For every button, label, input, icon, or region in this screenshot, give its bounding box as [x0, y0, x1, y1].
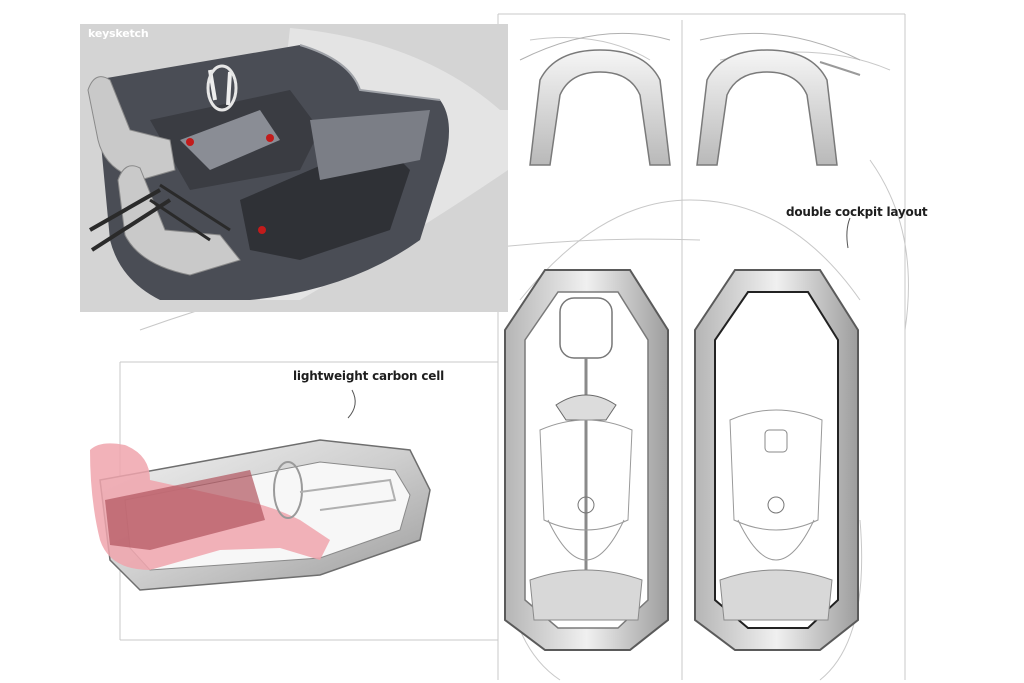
double-cockpit-leader	[846, 217, 851, 249]
right-cockpit-tub	[694, 269, 859, 651]
roll-hoop-arches	[519, 32, 861, 166]
carbon-cell-leader	[347, 389, 356, 419]
keysketch-label: keysketch	[88, 27, 149, 40]
double-cockpit-label: double cockpit layout	[786, 205, 928, 219]
carbon-cell-sketch	[90, 389, 431, 591]
carbon-cell-label: lightweight carbon cell	[293, 369, 445, 383]
keysketch-panel	[80, 24, 508, 312]
left-cockpit-tub	[504, 269, 669, 651]
